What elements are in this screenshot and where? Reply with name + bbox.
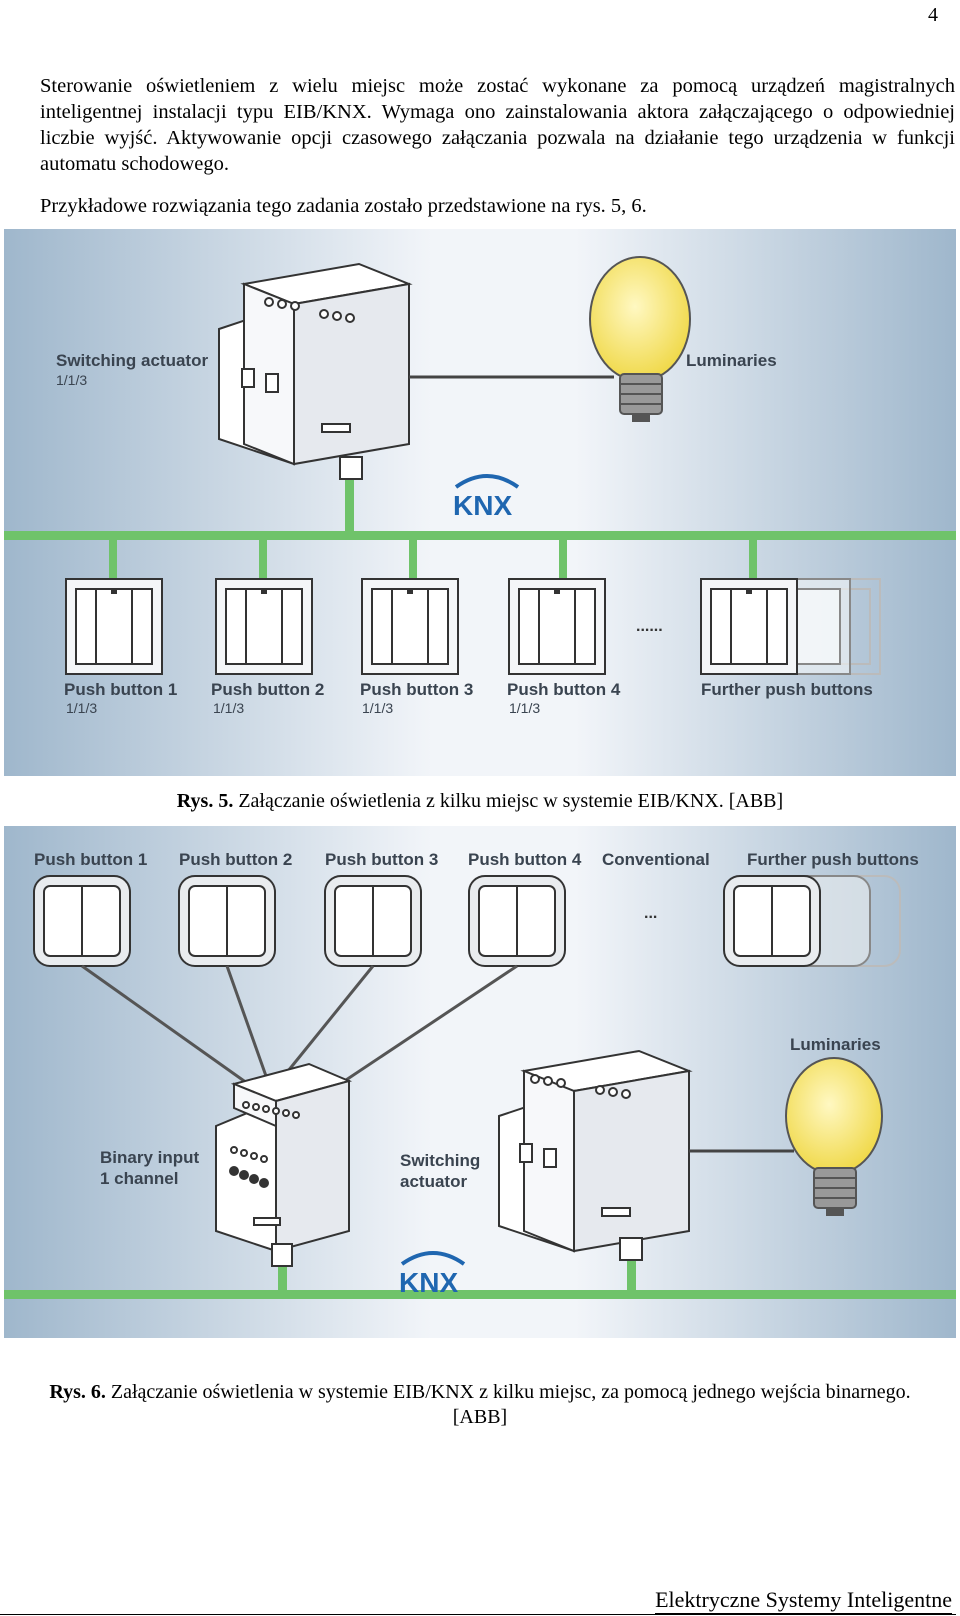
f6-luminaries-label: Luminaries (790, 1035, 881, 1054)
f6-knx-bus-line (4, 1290, 956, 1299)
figure-6-caption: Rys. 6. Załączanie oświetlenia w systemi… (0, 1380, 960, 1430)
further-push-buttons-label: Further push buttons (701, 680, 873, 699)
figure-6: Push button 1 Push button 2 Push button … (4, 826, 956, 1338)
intro-paragraph: Sterowanie oświetleniem z wielu miejsc m… (40, 75, 955, 175)
luminaries-label: Luminaries (686, 351, 777, 370)
f6-actuator-label-line1: Switching (400, 1151, 480, 1170)
f6-push-button-2 (178, 875, 276, 967)
figure-5-caption-text: Załączanie oświetlenia z kilku miejsc w … (238, 790, 784, 812)
footer-title: Elektryczne Systemy Inteligentne (655, 1587, 952, 1614)
f6-conventional-label: Conventional (602, 850, 710, 869)
figure-6-caption-source: [ABB] (452, 1406, 508, 1428)
knx-bus-line (4, 531, 956, 540)
switching-actuator-device (218, 262, 413, 480)
f6-push-button-3 (324, 875, 422, 967)
f6-actuator-bus-drop (627, 1246, 636, 1292)
f6-push-button-3-label: Push button 3 (325, 850, 438, 869)
svg-text:KNX: KNX (399, 1267, 458, 1298)
page-number: 4 (928, 4, 938, 26)
f6-luminary-bulb-icon (785, 1057, 883, 1216)
svg-text:KNX: KNX (453, 490, 512, 521)
push-button-1-label: Push button 1 (64, 680, 177, 699)
figure-6-caption-prefix: Rys. 6. (49, 1381, 106, 1403)
luminary-bulb-icon (589, 256, 691, 422)
push-button-1-address: 1/1/3 (66, 700, 97, 716)
figure-5-caption: Rys. 5. Załączanie oświetlenia z kilku m… (0, 789, 960, 814)
binary-input-label-line1: Binary input (100, 1148, 200, 1167)
figure-5-background (4, 229, 956, 776)
push-button-4-address: 1/1/3 (509, 700, 540, 716)
further-push-buttons (700, 578, 881, 675)
reference-paragraph: Przykładowe rozwiązania tego zadania zos… (40, 195, 647, 217)
buttons-ellipsis: ...... (636, 618, 663, 635)
actuator-label: Switching actuator (56, 351, 208, 370)
figure-6-caption-text: Załączanie oświetlenia w systemie EIB/KN… (110, 1381, 911, 1403)
figure-6-diagram: Push button 1 Push button 2 Push button … (4, 826, 956, 1338)
f6-push-button-4-label: Push button 4 (468, 850, 582, 869)
f6-actuator-label-line2: actuator (400, 1172, 467, 1191)
push-button-4 (508, 578, 606, 675)
push-button-2-label: Push button 2 (211, 680, 324, 699)
actuator-bus-drop (345, 479, 354, 534)
button-bus-drops (109, 534, 757, 584)
binary-input-label-line2: 1 channel (100, 1169, 178, 1188)
f6-push-button-1-label: Push button 1 (34, 850, 147, 869)
binary-input-device (215, 1062, 353, 1267)
push-button-3 (361, 578, 459, 675)
push-button-4-label: Push button 4 (507, 680, 621, 699)
push-button-2 (215, 578, 313, 675)
push-button-3-label: Push button 3 (360, 680, 473, 699)
figure-5-diagram: Switching actuator 1/1/3 Luminaries KNX (4, 229, 956, 776)
f6-further-push-buttons (723, 875, 901, 967)
f6-knx-logo: KNX (399, 1251, 466, 1298)
f6-conventional-ellipsis: ... (644, 905, 657, 922)
knx-logo: KNX (453, 474, 520, 521)
f6-push-button-2-label: Push button 2 (179, 850, 292, 869)
actuator-address: 1/1/3 (56, 372, 87, 388)
figure-5: Switching actuator 1/1/3 Luminaries KNX (4, 229, 956, 776)
push-button-3-address: 1/1/3 (362, 700, 393, 716)
push-button-2-address: 1/1/3 (213, 700, 244, 716)
figure-5-caption-prefix: Rys. 5. (176, 790, 234, 812)
f6-wires (81, 964, 518, 1090)
footer: Elektryczne Systemy Inteligentne (0, 1586, 956, 1615)
f6-binary-bus-drop (278, 1246, 287, 1292)
f6-push-button-4 (468, 875, 566, 967)
f6-further-push-buttons-label: Further push buttons (747, 850, 919, 869)
f6-switching-actuator-device (498, 1049, 693, 1261)
push-button-1 (65, 578, 163, 675)
f6-push-button-1 (33, 875, 131, 967)
